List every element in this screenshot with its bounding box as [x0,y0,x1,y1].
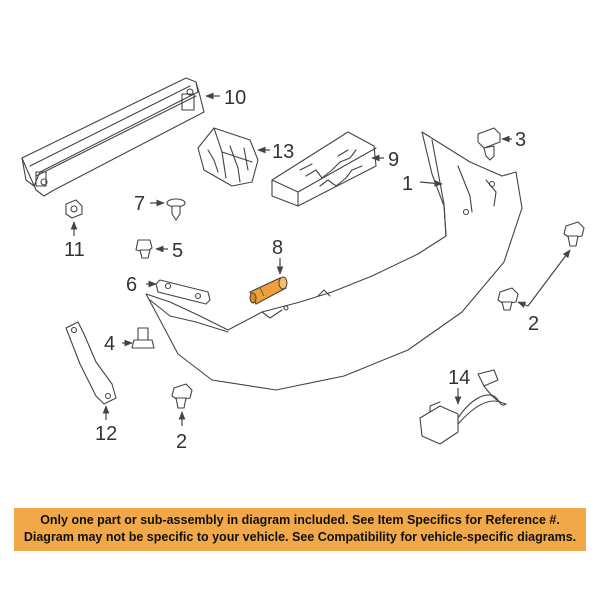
bumper-cover [145,131,523,391]
energy-absorber-bracket [197,127,259,187]
reinforcement-beam [21,77,205,197]
foam-absorber [271,131,377,207]
nut-11 [65,199,83,219]
clip-2-bottom [171,383,193,409]
callout-7: 7 [134,193,145,215]
callout-8: 8 [272,237,283,259]
clip-5 [135,239,153,259]
callout-2-bottom: 2 [176,431,187,453]
callout-6: 6 [126,274,137,296]
clip-2-right-lower [497,287,519,311]
callout-1: 1 [402,173,413,195]
screw-7 [166,198,186,221]
callout-9: 9 [388,149,399,171]
highlighted-part-8 [249,276,288,305]
disclaimer-line-1: Only one part or sub-assembly in diagram… [40,513,560,527]
callout-4: 4 [104,333,115,355]
push-clip-3 [477,127,501,161]
callout-3: 3 [515,129,526,151]
callout-2-right: 2 [528,313,539,335]
leader-2-right-a [517,301,529,308]
callout-10: 10 [224,87,246,109]
leader-1 [419,179,443,187]
callout-13: 13 [272,141,294,163]
callout-12: 12 [95,423,117,445]
harness-14 [419,369,507,445]
disclaimer-banner: Only one part or sub-assembly in diagram… [14,508,586,551]
bolt-4 [131,327,155,349]
callout-5: 5 [172,240,183,262]
callout-11: 11 [64,239,85,261]
side-bracket-12 [65,321,117,405]
callout-14: 14 [448,367,470,389]
clip-2-right-upper [563,221,585,247]
disclaimer-line-2: Diagram may not be specific to your vehi… [23,530,577,544]
leader-2-right-b [527,249,571,307]
